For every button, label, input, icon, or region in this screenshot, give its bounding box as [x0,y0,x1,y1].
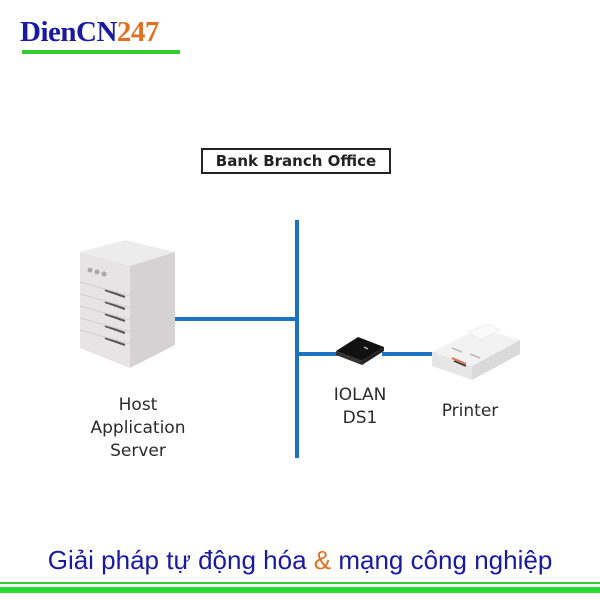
server-connection-line [175,317,297,321]
server-label: Host Application Server [90,395,186,461]
diagram-title: Bank Branch Office [201,148,391,174]
logo-underline [22,50,180,54]
printer-icon [432,323,520,380]
logo: DienCN247 [20,18,159,47]
footer-divider-thick [0,587,600,593]
footer-divider-thin [0,582,600,584]
footer-slogan: Giải pháp tự động hóa & mạng công nghiệp [47,545,553,575]
printer-connection-line [382,352,437,356]
device-server-icon [336,337,384,365]
iolan-label: IOLAN DS1 [333,385,387,428]
logo-brand: DienCN [20,16,117,48]
iolan-connection-line [297,352,339,356]
printer-label: Printer [441,401,499,421]
logo-number: 247 [116,16,160,48]
server-icon [79,240,175,368]
network-bus-line [295,220,299,458]
